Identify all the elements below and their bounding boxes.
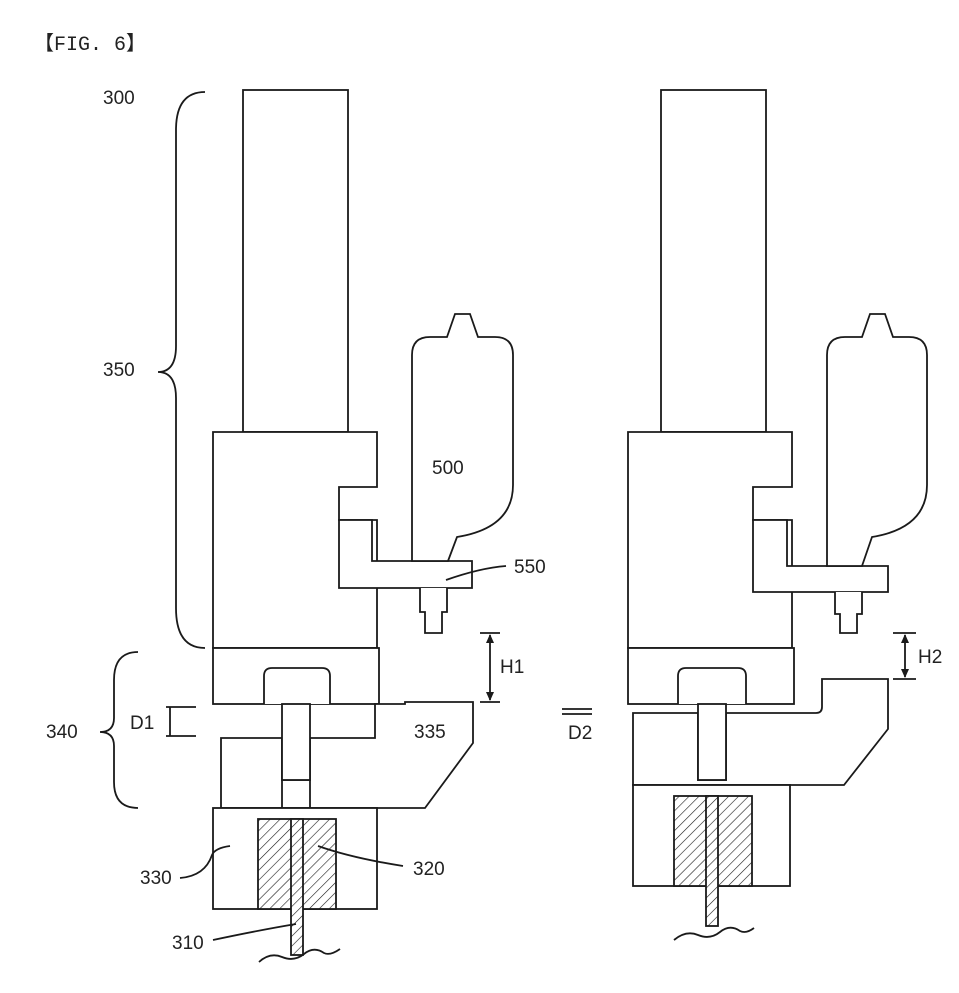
hatched-rod-310	[291, 819, 303, 955]
label-340: 340	[46, 722, 78, 743]
upper-column-right	[661, 90, 766, 432]
label-320: 320	[413, 859, 445, 880]
syringe-right	[827, 314, 927, 566]
label-330: 330	[140, 868, 172, 889]
brace-300	[158, 92, 205, 648]
label-300: 300	[103, 88, 135, 109]
label-500: 500	[432, 458, 464, 479]
nozzle-tip	[420, 588, 447, 633]
leader-310	[213, 924, 296, 940]
label-d1: D1	[130, 713, 154, 734]
shaft-right	[698, 704, 726, 780]
h2-arrow-bottom	[901, 669, 909, 678]
label-h1: H1	[500, 657, 524, 678]
nozzle-tip-right	[835, 592, 862, 633]
label-h2: H2	[918, 647, 942, 668]
label-310: 310	[172, 933, 204, 954]
break-line-right	[674, 928, 754, 940]
figure-caption: 【FIG. 6】	[34, 33, 146, 57]
hatched-rod-right	[706, 796, 718, 926]
label-550: 550	[514, 557, 546, 578]
head-boss	[264, 668, 330, 704]
right-assembly	[562, 90, 927, 940]
shaft	[282, 704, 310, 780]
syringe-500	[412, 314, 513, 561]
head-boss-right	[678, 668, 746, 704]
label-350: 350	[103, 360, 135, 381]
lower-block-335	[221, 702, 473, 808]
label-335: 335	[414, 722, 446, 743]
h1-arrow-top	[486, 634, 494, 643]
label-d2: D2	[568, 723, 592, 744]
h2-arrow-top	[901, 634, 909, 643]
h1-arrow-bottom	[486, 692, 494, 701]
upper-column	[243, 90, 348, 432]
left-assembly	[100, 90, 513, 962]
